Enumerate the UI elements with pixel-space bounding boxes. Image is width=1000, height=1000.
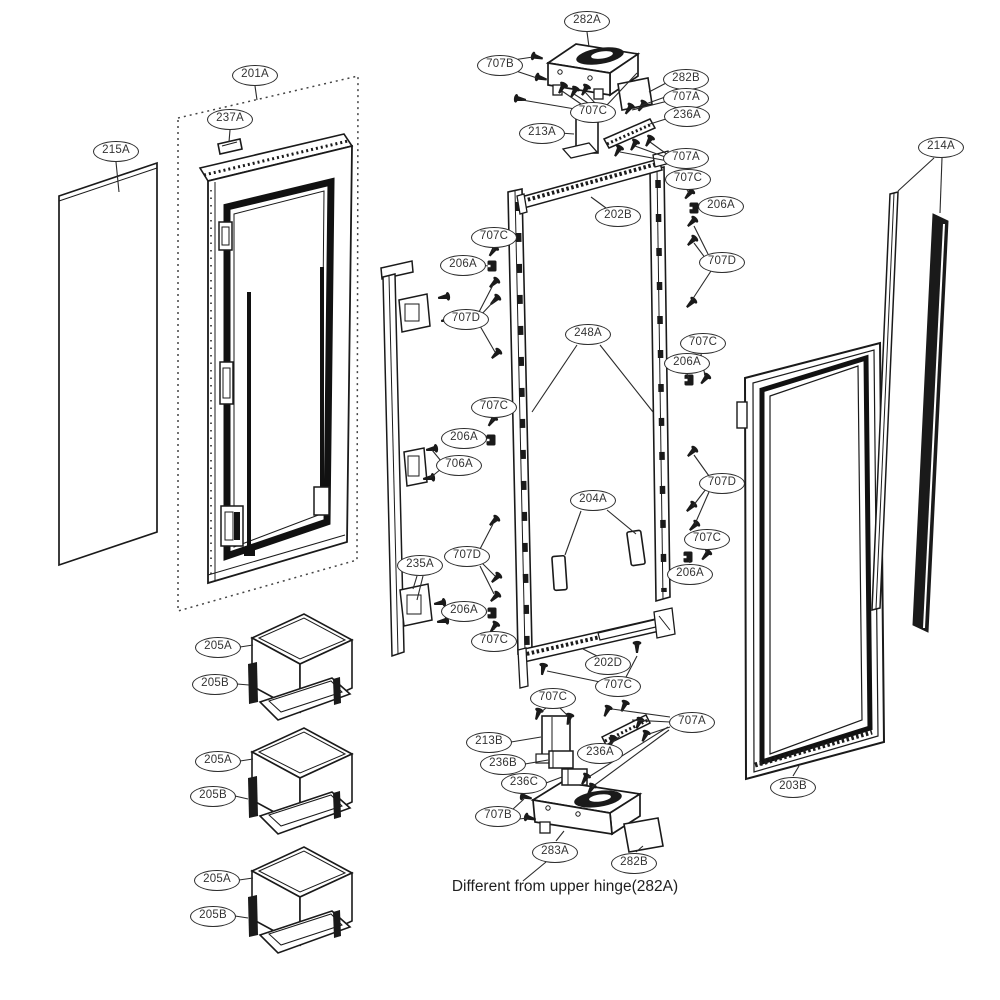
part-label-282a: 282A: [564, 10, 610, 32]
part-label-282b: 282B: [663, 68, 709, 90]
trim-strips-214a: [871, 191, 949, 633]
part-label-707d: 707D: [444, 545, 490, 567]
bracket-top-group: [561, 77, 657, 159]
screw-icon: [488, 570, 504, 586]
door-bin-2: [247, 727, 353, 835]
part-label-707c: 707C: [595, 675, 641, 697]
screw-icon: [487, 589, 503, 605]
part-label-706a: 706A: [436, 454, 482, 476]
part-label-205b: 205B: [190, 785, 236, 807]
bracket-bottom-group: [535, 713, 664, 853]
part-label-205a: 205A: [195, 750, 241, 772]
part-label-236a: 236A: [664, 105, 710, 127]
screw-icon: [600, 703, 614, 719]
hook-screw-icon: [425, 443, 439, 455]
part-label-206a: 206A: [440, 254, 486, 276]
part-label-236b: 236B: [480, 753, 526, 775]
clip-icon: [684, 374, 694, 386]
hinge-note-caption: Different from upper hinge(282A): [451, 878, 679, 895]
clip-icon: [487, 260, 497, 272]
part-label-707d: 707D: [443, 308, 489, 330]
part-label-707b: 707B: [475, 805, 521, 827]
rail-right-248a: [649, 166, 671, 603]
screw-icon: [684, 214, 700, 230]
screw-icon: [683, 295, 699, 311]
part-label-707a: 707A: [663, 87, 709, 109]
screw-icon: [632, 640, 642, 653]
screw-icon: [698, 547, 714, 563]
clip-icon: [486, 434, 496, 446]
clip-237a: [217, 138, 243, 155]
rail-center-248a: [507, 188, 533, 656]
part-label-204a: 204A: [570, 489, 616, 511]
part-label-707c: 707C: [570, 101, 616, 123]
part-label-213a: 213A: [519, 122, 565, 144]
part-label-205b: 205B: [190, 905, 236, 927]
part-label-707c: 707C: [530, 687, 576, 709]
rail-202d: [517, 607, 676, 689]
part-label-202b: 202B: [595, 205, 641, 227]
part-label-213b: 213B: [466, 731, 512, 753]
door-gasket-203b: [736, 341, 886, 781]
part-label-202d: 202D: [585, 653, 631, 675]
part-label-707a: 707A: [663, 147, 709, 169]
screw-icon: [684, 233, 700, 249]
part-label-707c: 707C: [680, 332, 726, 354]
part-label-707c: 707C: [471, 226, 517, 248]
part-label-206a: 206A: [664, 352, 710, 374]
part-label-205a: 205A: [195, 636, 241, 658]
part-label-707c: 707C: [471, 396, 517, 418]
part-label-248a: 248A: [565, 323, 611, 345]
hook-screw-icon: [437, 291, 451, 303]
part-label-237a: 237A: [207, 108, 253, 130]
hinge-bottom-283a: [530, 781, 643, 836]
part-label-205b: 205B: [192, 673, 238, 695]
screw-icon: [486, 513, 502, 529]
part-label-707c: 707C: [665, 168, 711, 190]
part-label-206a: 206A: [667, 563, 713, 585]
part-label-206a: 206A: [441, 600, 487, 622]
clip-icon: [487, 607, 497, 619]
screw-icon: [486, 275, 502, 291]
part-label-707b: 707B: [477, 54, 523, 76]
part-label-707d: 707D: [699, 472, 745, 494]
part-label-215a: 215A: [93, 140, 139, 162]
rail-202b: [516, 150, 671, 215]
rail-235a: [380, 260, 433, 658]
part-label-205a: 205A: [194, 869, 240, 891]
part-label-283a: 283A: [532, 841, 578, 863]
screw-icon: [488, 346, 504, 362]
part-label-214a: 214A: [918, 136, 964, 158]
part-label-707a: 707A: [669, 711, 715, 733]
screw-icon: [642, 133, 656, 149]
clip-icon: [689, 202, 699, 214]
spacers-204a: [551, 529, 646, 592]
part-label-282b: 282B: [611, 852, 657, 874]
part-label-236a: 236A: [577, 742, 623, 764]
part-label-235a: 235A: [397, 554, 443, 576]
door-bin-3: [247, 846, 353, 954]
screw-icon: [513, 93, 527, 105]
panel-215a: [58, 161, 158, 567]
part-label-707c: 707C: [471, 630, 517, 652]
part-label-206a: 206A: [441, 427, 487, 449]
part-label-236c: 236C: [501, 772, 547, 794]
part-label-201a: 201A: [232, 64, 278, 86]
screw-icon: [684, 444, 700, 460]
part-label-206a: 206A: [698, 195, 744, 217]
part-label-203b: 203B: [770, 776, 816, 798]
part-label-707d: 707D: [699, 251, 745, 273]
screw-icon: [537, 662, 549, 676]
clip-icon: [683, 551, 693, 563]
part-label-707c: 707C: [684, 528, 730, 550]
door-bin-1: [247, 613, 353, 721]
door-liner-assembly: [198, 133, 354, 585]
